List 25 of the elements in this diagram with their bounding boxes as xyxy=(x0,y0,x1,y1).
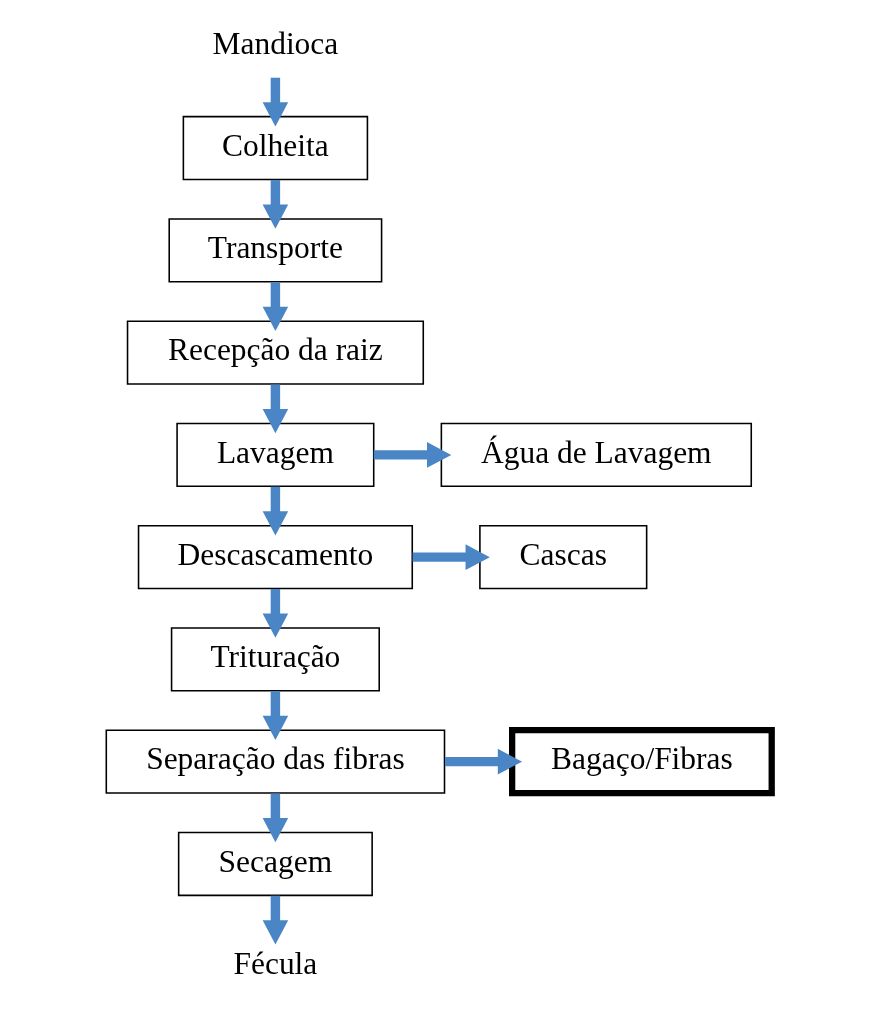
arrow xyxy=(262,486,289,536)
node-box: Secagem xyxy=(177,831,373,897)
arrow xyxy=(262,179,289,229)
node-box: Água de Lavagem xyxy=(440,422,753,488)
node-box: Lavagem xyxy=(176,422,375,488)
arrow xyxy=(445,748,523,775)
node-box: Colheita xyxy=(182,115,369,181)
arrow xyxy=(373,442,452,468)
arrow xyxy=(262,895,289,945)
arrow xyxy=(262,691,289,741)
arrow xyxy=(262,282,289,332)
arrow xyxy=(262,793,289,843)
node-box: Trituração xyxy=(170,627,380,692)
arrow xyxy=(262,384,289,434)
arrow xyxy=(262,77,289,127)
node-box: Descascamento xyxy=(137,524,414,590)
node-box: Bagaço/Fibras xyxy=(509,727,775,797)
node-box: Cascas xyxy=(479,524,648,590)
node-box: Recepção da raiz xyxy=(126,320,425,385)
arrow xyxy=(412,544,490,570)
node-text: Fécula xyxy=(233,945,318,981)
node-box: Separação das fibras xyxy=(105,729,446,794)
arrow xyxy=(262,588,289,638)
node-text: Mandioca xyxy=(212,25,339,61)
node-box: Transporte xyxy=(168,218,383,283)
